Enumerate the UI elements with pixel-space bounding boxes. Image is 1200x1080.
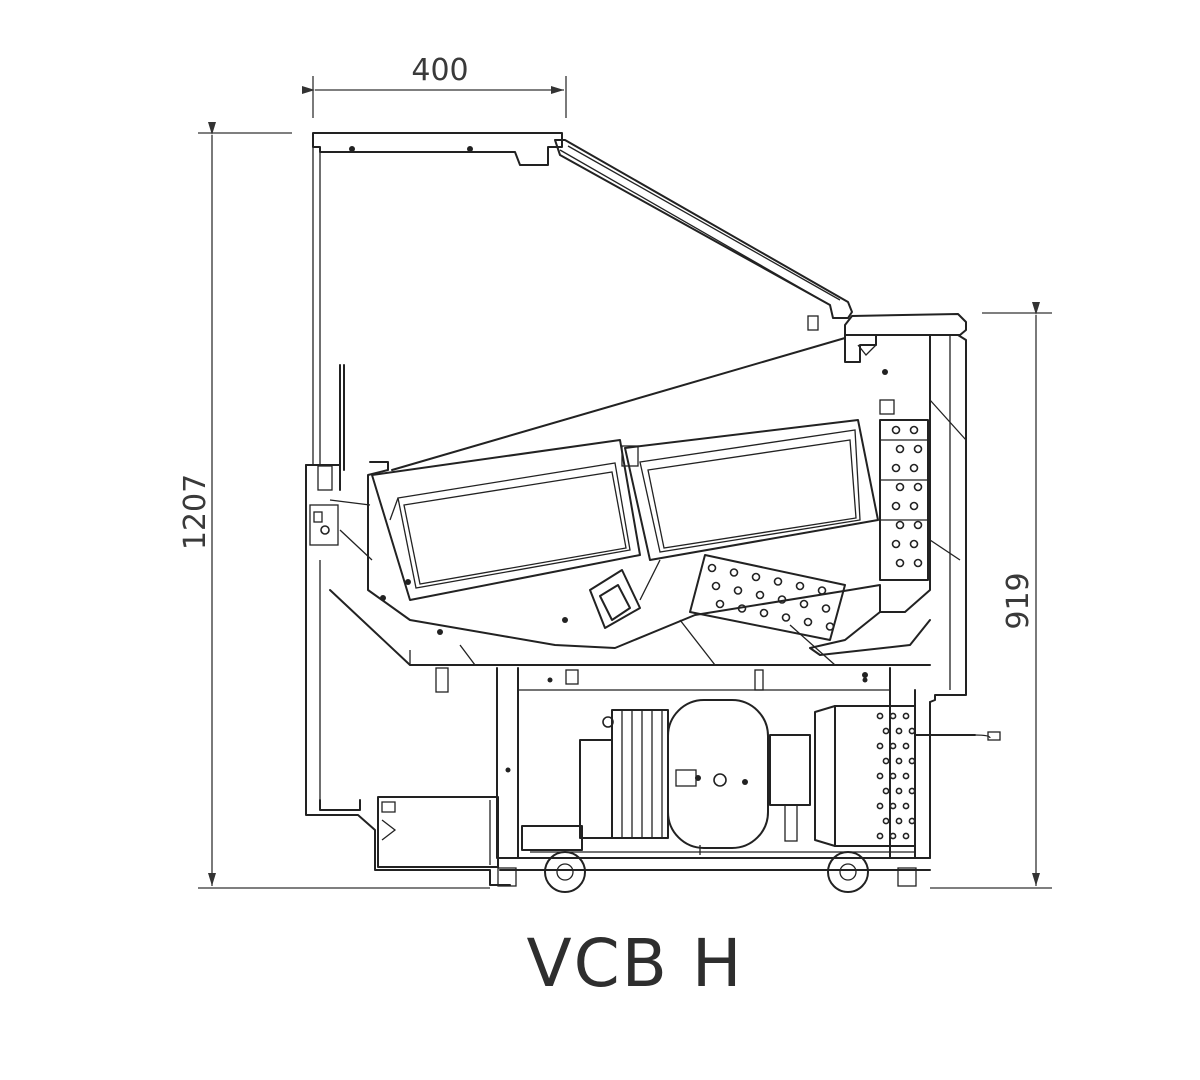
perforation-hole (781, 613, 791, 622)
perforation-hole (895, 727, 903, 735)
perforation-hole (803, 617, 813, 627)
dimension-total-height: 1207 (178, 122, 490, 889)
perforation-hole (891, 501, 901, 511)
perforation-hole (882, 787, 890, 795)
perforation-hole (908, 787, 916, 795)
perforation-hole (773, 577, 783, 586)
air-duct-panel (879, 399, 929, 581)
perforation-hole (737, 604, 747, 613)
drain-tray (377, 796, 499, 868)
perforation-hole (908, 757, 916, 765)
perforation-hole (889, 772, 897, 780)
perforation-hole (909, 463, 919, 473)
perforation-hole (913, 444, 923, 454)
perforation-hole (777, 595, 787, 604)
perforation-hole (876, 802, 884, 810)
perforation-hole (902, 712, 910, 720)
perforation-hole (733, 586, 743, 595)
perforation-hole (795, 581, 805, 591)
perforation-hole (817, 586, 827, 595)
condenser-fan (814, 705, 1001, 847)
evaporator-panel-tilted (689, 554, 846, 641)
perforation-hole (876, 832, 884, 840)
caster-front (544, 851, 586, 893)
compressor (667, 699, 811, 855)
perforation-hole (882, 757, 890, 765)
perforation-hole (707, 563, 717, 573)
dimension-counter-height: 919 (930, 302, 1052, 889)
dimension-label-top-width: 400 (411, 53, 468, 88)
perforation-hole (755, 590, 765, 600)
perforation-hole (909, 501, 919, 511)
perforation-hole (895, 444, 905, 454)
perforation-hole (913, 520, 923, 530)
perforation-hole (908, 817, 916, 825)
perforation-hole (882, 727, 890, 735)
base-frame (497, 825, 931, 887)
perforation-hole (895, 482, 905, 492)
leveling-foot (435, 667, 449, 693)
perforation-hole (889, 742, 897, 750)
perforation-hole (889, 802, 897, 810)
perforation-hole (889, 832, 897, 840)
perforation-hole (715, 599, 725, 609)
caster-rear (827, 851, 869, 893)
dimension-label-total-height: 1207 (178, 474, 213, 550)
perforation-hole (729, 568, 739, 577)
perforation-hole (909, 425, 919, 435)
evaporator-fan (589, 559, 661, 629)
perforation-hole (882, 817, 890, 825)
perforation-hole (876, 712, 884, 720)
perforation-hole (891, 425, 901, 435)
perforation-hole (799, 599, 809, 609)
perforation-hole (908, 727, 916, 735)
perforation-hole (876, 742, 884, 750)
perforation-hole (821, 604, 831, 613)
perforation-hole (902, 772, 910, 780)
perforation-hole (913, 558, 923, 568)
perforation-hole (902, 742, 910, 750)
perforation-hole (902, 832, 910, 840)
perforation-hole (711, 581, 721, 591)
perforation-hole (751, 572, 761, 582)
perforation-hole (909, 539, 919, 549)
perforation-hole (891, 463, 901, 473)
model-title: VCB H (526, 925, 743, 1002)
perforation-hole (895, 817, 903, 825)
perforation-hole (889, 712, 897, 720)
product-tray-front (371, 439, 641, 601)
perforation-hole (759, 608, 769, 618)
perforation-hole (825, 622, 835, 631)
perforation-hole (913, 482, 923, 492)
perforation-hole (895, 558, 905, 568)
perforation-hole (876, 772, 884, 780)
condenser (579, 709, 669, 839)
perforation-hole (895, 787, 903, 795)
product-tray-rear (621, 419, 879, 561)
dimension-label-counter-height: 919 (1001, 572, 1036, 629)
perforation-hole (895, 520, 905, 530)
perforation-hole (902, 802, 910, 810)
perforation-hole (891, 539, 901, 549)
perforation-hole (895, 757, 903, 765)
cabinet-section (305, 132, 967, 886)
dimension-top-width: 400 (302, 53, 567, 118)
